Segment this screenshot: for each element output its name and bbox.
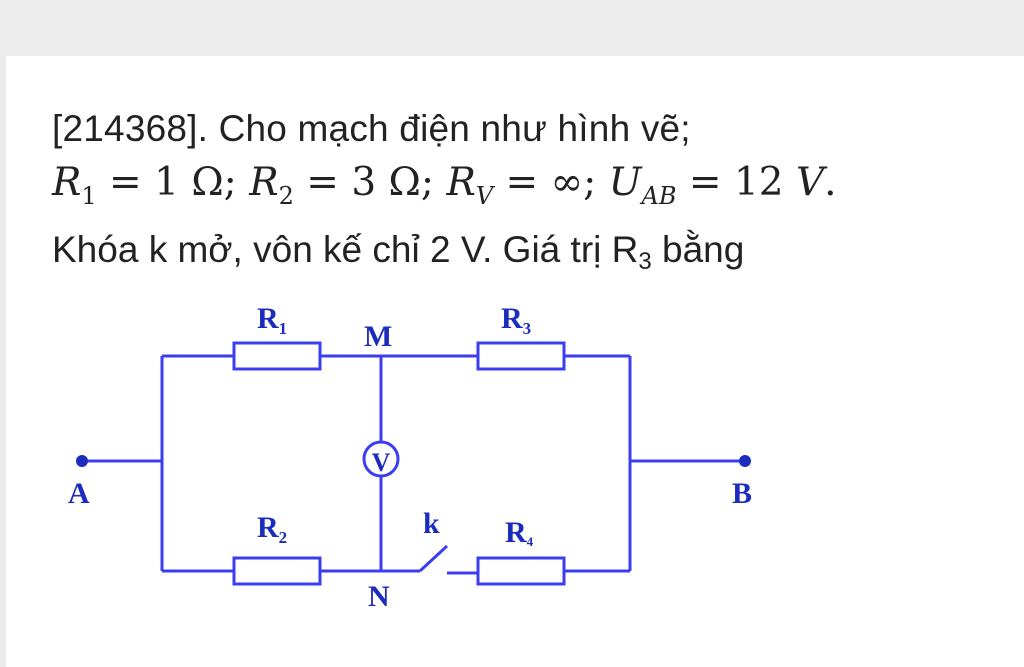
label-r2: R2 [257,511,287,547]
node-n-label: N [368,580,390,613]
circuit-diagram: V R1 R3 R2 R4 M N A B k [68,302,752,613]
label-r1: R1 [257,302,287,338]
label-r4: R4 [505,516,534,549]
uab-value: = 12 [676,160,796,205]
question-prompt: Khóa k mở, vôn kế chỉ 2 V. Giá trị R3 bằ… [52,229,744,276]
prompt-text: Khóa k mở, vôn kế chỉ 2 V. Giá trị R [52,229,639,270]
top-bar [0,0,1024,56]
prompt-subscript: 3 [638,248,652,275]
circuit-wires [82,354,745,575]
r1-subscript: 1 [81,182,97,210]
rv-symbol: R [446,160,476,205]
node-b-label: B [732,477,752,510]
formula-end: . [824,160,837,205]
label-r3: R3 [501,302,531,338]
resistor-r4 [476,556,566,586]
terminal-b-dot [739,455,751,467]
rv-value: = ∞; [493,160,609,205]
resistor-r3 [476,341,566,371]
resistors [232,341,566,586]
r1-value: = 1 Ω; [96,160,250,205]
node-m-label: M [364,320,392,353]
switch-label: k [423,507,440,540]
uab-subscript: AB [641,182,677,210]
r2-subscript: 2 [278,182,294,210]
voltmeter-label: V [372,448,391,477]
r2-symbol: R [249,160,279,205]
r1-symbol: R [52,160,82,205]
rv-subscript: V [475,182,494,210]
terminal-a-dot [76,455,88,467]
question-title: [214368]. Cho mạch điện như hình vẽ; [52,108,691,149]
voltmeter: V [362,440,400,478]
voltmeter-icon [362,440,400,478]
resistor-r1 [232,341,322,371]
resistor-r2 [232,556,322,586]
node-a-label: A [68,477,90,510]
switch-k [418,544,449,573]
prompt-end: bằng [651,229,745,270]
given-values-formula: R1 = 1 Ω; R2 = 3 Ω; RV = ∞; UAB = 12 V. [52,160,837,210]
voltage-unit: V [796,160,825,205]
uab-symbol: U [608,160,642,205]
r2-value: = 3 Ω; [293,160,447,205]
